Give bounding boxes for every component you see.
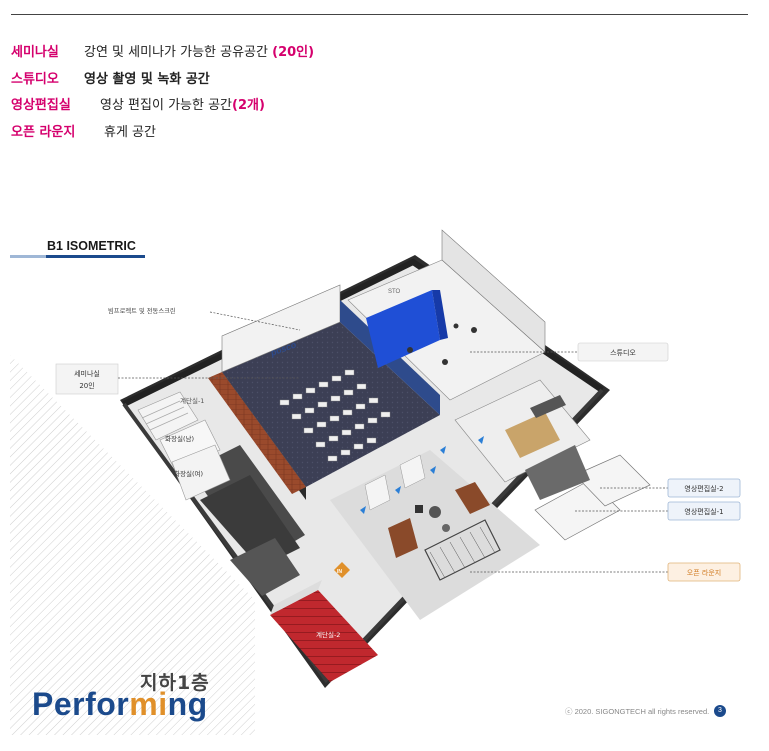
section-title: B1 ISOMETRIC — [47, 239, 136, 253]
seminar-capacity: 20인 — [79, 381, 94, 390]
legend-term: 세미나실 — [11, 45, 59, 60]
seminar-back-wall — [221, 284, 341, 373]
shaft-2 — [230, 538, 300, 596]
section-underline — [10, 255, 145, 258]
projector-leader — [209, 311, 301, 331]
legend-item-studio: 스튜디오 영상 촬영 및 녹화 공간 — [11, 67, 314, 94]
edit1-callout: 영상편집실-1 — [684, 507, 723, 516]
stair-2 — [270, 590, 378, 682]
restroom-female — [171, 444, 231, 501]
brand-title-part3: ng — [167, 686, 208, 722]
page-number: 3 — [714, 705, 726, 717]
seminar-callout: 세미나실 — [74, 369, 100, 378]
copyright: ⓒ 2020. SIGONGTECH all rights reserved. — [565, 707, 710, 716]
hatch-decoration — [10, 355, 255, 735]
entrance-label: IN — [337, 569, 342, 575]
studio-equipment — [407, 323, 477, 365]
legend-desc: 휴게 공간 — [104, 124, 156, 140]
seminar-room-floor — [222, 322, 440, 487]
brand-title-part2: mi — [129, 686, 168, 722]
stair-1-steps — [141, 400, 189, 431]
office-desk — [530, 395, 566, 418]
projector-callout: 빔프로젝트 및 전동스크린 — [108, 306, 176, 315]
stair-2-label: 계단실-2 — [316, 630, 340, 639]
edit2-callout-box — [667, 478, 741, 498]
camera-markers — [360, 436, 484, 514]
legend-desc: 강연 및 세미나가 가능한 공유공간 — [84, 45, 268, 60]
studio-callout-box — [577, 342, 669, 362]
legend-item-edit: 영상편집실 영상 편집이 가능한 공간(2개) — [11, 93, 314, 120]
lounge-callout-box — [667, 562, 741, 582]
legend-item-seminar: 세미나실 강연 및 세미나가 가능한 공유공간 (20인) — [11, 40, 314, 67]
edit1-callout-box — [667, 501, 741, 521]
legend-desc: 영상 편집이 가능한 공간 — [100, 98, 232, 113]
top-rule — [11, 14, 748, 15]
lounge-furniture — [364, 454, 501, 581]
office-table — [505, 412, 560, 458]
edit2-callout: 영상편집실-2 — [684, 484, 723, 493]
studio-right-wall — [441, 229, 546, 353]
toilet-female-label: 화장실(여) — [174, 469, 203, 478]
legend-item-lounge: 오픈 라운지 휴게 공간 — [11, 120, 314, 147]
mesh-partition — [525, 445, 590, 500]
entrance-marker — [334, 562, 350, 578]
legend-note: (2개) — [232, 98, 265, 113]
seminar-desks — [279, 369, 391, 462]
studio-callout: 스튜디오 — [610, 348, 636, 357]
legend-term: 오픈 라운지 — [11, 124, 76, 140]
edit-room-2 — [574, 454, 651, 507]
toilet-male-label: 화장실(남) — [165, 434, 194, 443]
studio-blue-screen — [366, 290, 440, 368]
sto-label: STO — [388, 289, 401, 295]
room-legend: 세미나실 강연 및 세미나가 가능한 공유공간 (20인) 스튜디오 영상 촬영 및… — [11, 40, 314, 146]
brand-title: Performing — [32, 686, 208, 723]
lounge-callout: 오픈 라운지 — [687, 568, 721, 577]
seminar-callout-box — [55, 363, 119, 395]
brick-wall — [208, 372, 306, 494]
brand-title-part1: Perfor — [32, 686, 130, 722]
stair-1-label: 계단실-1 — [180, 396, 204, 405]
legend-desc: 영상 촬영 및 녹화 공간 — [84, 71, 210, 87]
studio-screen-side — [432, 290, 448, 340]
stair-2-wall — [270, 580, 322, 615]
legend-term: 스튜디오 — [11, 71, 59, 87]
legend-note: (20인) — [272, 45, 315, 60]
legend-term: 영상편집실 — [11, 98, 71, 113]
restroom-male — [159, 419, 221, 471]
floor-title: 지하1층 — [140, 672, 210, 694]
